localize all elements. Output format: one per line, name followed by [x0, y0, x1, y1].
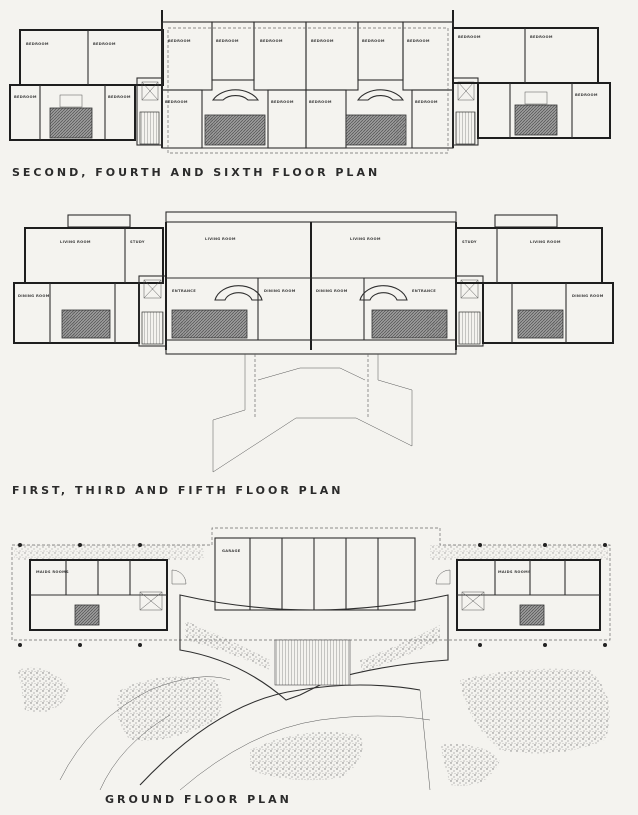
room-label: LIVING ROOM: [60, 240, 91, 244]
room-label: DINING ROOM: [264, 289, 296, 293]
room-label: MAIDS ROOMS: [36, 570, 69, 574]
room-label: BEDROOM: [216, 39, 239, 43]
plan-caption: FIRST, THIRD AND FIFTH FLOOR PLAN: [12, 484, 343, 497]
room-label: BEDROOM: [168, 39, 191, 43]
room-label: BEDROOM: [271, 100, 294, 104]
room-label: ENTRANCE: [172, 289, 196, 293]
room-label: BEDROOM: [108, 95, 131, 99]
upper-floors-plan: BEDROOM BEDROOM BEDROOM BEDROOM BEDROOM …: [9, 10, 611, 179]
room-label: BEDROOM: [260, 39, 283, 43]
room-label: MAIDS ROOMS: [498, 570, 531, 574]
room-label: LIVING ROOM: [205, 237, 236, 241]
room-label: LIVING ROOM: [350, 237, 381, 241]
plan-caption: GROUND FLOOR PLAN: [105, 793, 292, 806]
room-label: STUDY: [130, 240, 145, 244]
room-label: BEDROOM: [415, 100, 438, 104]
mid-floors-plan: LIVING ROOM STUDY DINING ROOM LIVING ROO…: [12, 211, 614, 497]
room-label: BEDROOM: [26, 42, 49, 46]
room-label: BEDROOM: [575, 93, 598, 97]
room-label: LIVING ROOM: [530, 240, 561, 244]
room-label: BEDROOM: [362, 39, 385, 43]
room-label: BEDROOM: [458, 35, 481, 39]
room-label: BEDROOM: [165, 100, 188, 104]
ground-floor-plan: MAIDS ROOMS MAIDS ROOMS GARAGE GROUND FL…: [11, 527, 611, 806]
room-label: BEDROOM: [309, 100, 332, 104]
room-label: BEDROOM: [530, 35, 553, 39]
room-label: DINING ROOM: [572, 294, 604, 298]
room-label: BEDROOM: [311, 39, 334, 43]
room-label: BEDROOM: [14, 95, 37, 99]
room-label: DINING ROOM: [316, 289, 348, 293]
plan-caption: SECOND, FOURTH AND SIXTH FLOOR PLAN: [12, 166, 380, 179]
room-label: GARAGE: [222, 549, 241, 553]
room-label: BEDROOM: [93, 42, 116, 46]
room-label: BEDROOM: [407, 39, 430, 43]
room-label: ENTRANCE: [412, 289, 436, 293]
room-label: DINING ROOM: [18, 294, 50, 298]
room-label: STUDY: [462, 240, 477, 244]
